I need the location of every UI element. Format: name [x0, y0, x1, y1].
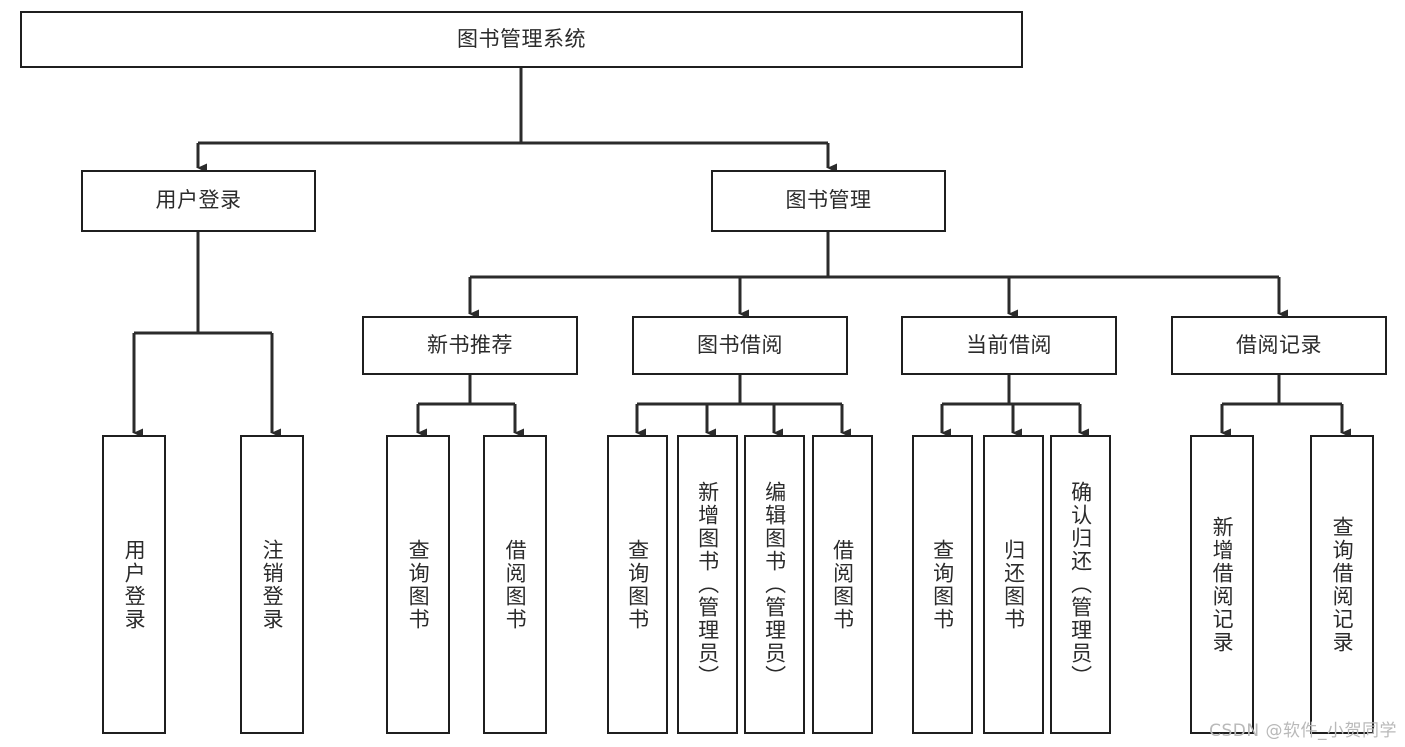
- leaf-query-book-recommendation[interactable]: 查询图书: [386, 435, 450, 734]
- node-label: 图书借阅: [697, 332, 783, 357]
- node-label: 借阅记录: [1236, 332, 1322, 357]
- leaf-user-login[interactable]: 用户登录: [102, 435, 166, 734]
- leaf-add-book-admin[interactable]: 新增图书（管理员）: [677, 435, 738, 734]
- leaf-borrow-book-borrowing[interactable]: 借阅图书: [812, 435, 873, 734]
- node-label: 新增借阅记录: [1210, 515, 1235, 654]
- node-new-book-recommendation[interactable]: 新书推荐: [362, 316, 578, 375]
- node-borrowing-record[interactable]: 借阅记录: [1171, 316, 1387, 375]
- leaf-query-borrowing-record[interactable]: 查询借阅记录: [1310, 435, 1374, 734]
- node-label: 图书管理: [785, 188, 872, 213]
- leaf-borrow-book-recommendation[interactable]: 借阅图书: [483, 435, 547, 734]
- node-book-management[interactable]: 图书管理: [711, 170, 946, 232]
- leaf-return-book[interactable]: 归还图书: [983, 435, 1044, 734]
- node-root[interactable]: 图书管理系统: [20, 11, 1023, 68]
- leaf-edit-book-admin[interactable]: 编辑图书（管理员）: [744, 435, 805, 734]
- node-label: 新书推荐: [427, 332, 513, 357]
- node-label: 编辑图书（管理员）: [762, 481, 787, 688]
- node-label: 用户登录: [122, 538, 147, 631]
- node-label: 借阅图书: [830, 538, 855, 631]
- node-label: 新增图书（管理员）: [695, 481, 720, 688]
- leaf-add-borrowing-record[interactable]: 新增借阅记录: [1190, 435, 1254, 734]
- leaf-logout[interactable]: 注销登录: [240, 435, 304, 734]
- node-label: 图书管理系统: [457, 26, 586, 51]
- node-label: 借阅图书: [503, 538, 528, 631]
- leaf-query-book-current[interactable]: 查询图书: [912, 435, 973, 734]
- leaf-query-book-borrowing[interactable]: 查询图书: [607, 435, 668, 734]
- node-label: 查询图书: [930, 538, 955, 631]
- leaf-confirm-return-admin[interactable]: 确认归还（管理员）: [1050, 435, 1111, 734]
- node-label: 确认归还（管理员）: [1068, 481, 1093, 688]
- node-label: 查询借阅记录: [1330, 515, 1355, 654]
- node-label: 当前借阅: [966, 332, 1052, 357]
- node-current-borrowing[interactable]: 当前借阅: [901, 316, 1117, 375]
- node-label: 查询图书: [625, 538, 650, 631]
- node-label: 用户登录: [155, 188, 242, 213]
- node-user-login[interactable]: 用户登录: [81, 170, 316, 232]
- node-label: 查询图书: [406, 538, 431, 631]
- node-book-borrowing[interactable]: 图书借阅: [632, 316, 848, 375]
- node-label: 注销登录: [260, 538, 285, 631]
- node-label: 归还图书: [1001, 538, 1026, 631]
- connector-group: [132, 68, 1351, 438]
